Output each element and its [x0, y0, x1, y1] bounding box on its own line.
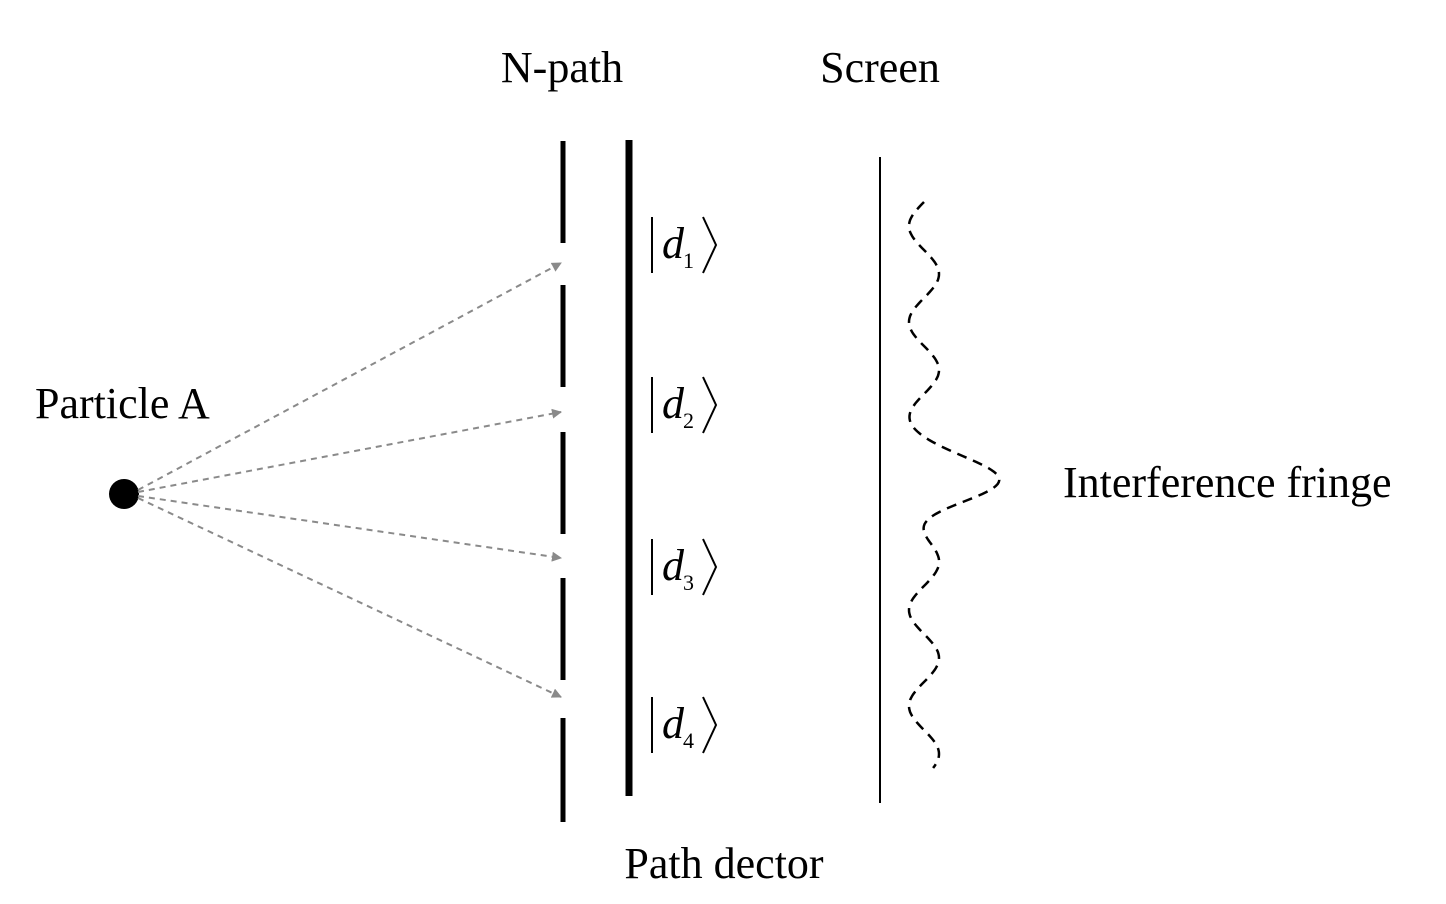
ray-2 — [137, 408, 562, 493]
screen-label: Screen — [820, 43, 940, 92]
particle-dot — [109, 479, 139, 509]
ket-symbol: d — [662, 219, 685, 268]
ket-d2: d 2 — [651, 376, 718, 434]
rays — [137, 262, 562, 698]
ket-d4: d 4 — [651, 696, 718, 754]
ket-subscript: 3 — [683, 570, 694, 595]
ket-subscript: 1 — [683, 248, 694, 273]
ket-subscript: 4 — [683, 728, 694, 753]
fringe-label: Interference fringe — [1063, 458, 1392, 507]
interference-fringe-curve — [907, 201, 1001, 769]
ket-subscript: 2 — [683, 408, 694, 433]
ket-d1: d 1 — [651, 216, 718, 274]
ray-3 — [137, 495, 562, 562]
npath-label: N-path — [501, 43, 623, 92]
ray-4 — [137, 497, 562, 698]
particle-label: Particle A — [35, 379, 210, 428]
ket-d3: d 3 — [651, 538, 718, 596]
path-detector-label: Path dector — [624, 839, 824, 888]
ray-1 — [137, 262, 562, 491]
ket-symbol: d — [662, 699, 685, 748]
ket-symbol: d — [662, 379, 685, 428]
ket-symbol: d — [662, 541, 685, 590]
